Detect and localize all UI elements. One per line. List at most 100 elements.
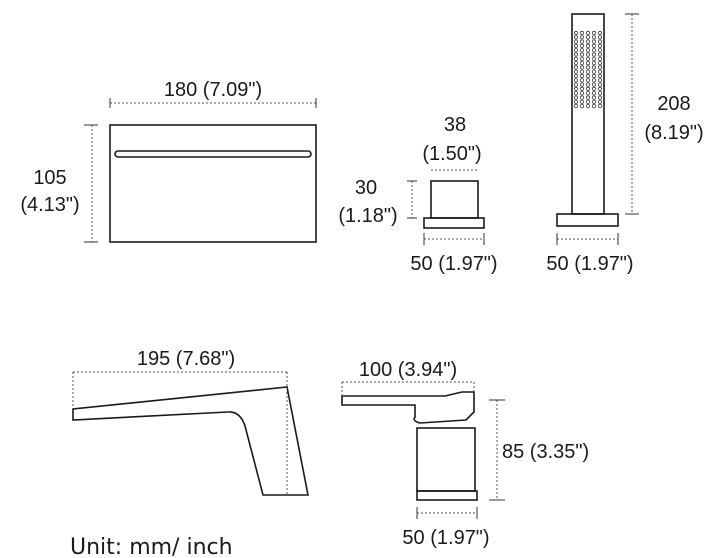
hand-shower-base: [556, 213, 619, 227]
spout-front-view: 180 (7.09") 105 (4.13"): [20, 79, 317, 243]
nozzle-dot: [597, 60, 603, 66]
nozzle-dot: [591, 35, 597, 40]
nozzle-dot: [585, 65, 591, 70]
nozzle-dot: [579, 95, 585, 100]
nozzle-dot: [585, 86, 591, 92]
nozzle-dot: [591, 82, 597, 87]
nozzle-dot: [579, 65, 585, 70]
nozzle-dot: [573, 56, 579, 61]
nozzle-dot: [573, 30, 579, 36]
nozzle-dot: [591, 104, 597, 109]
nozzle-dot: [579, 60, 585, 66]
nozzle-dot: [585, 48, 591, 53]
nozzle-dot: [597, 56, 603, 61]
handle-front-view: 38 (1.50") 30 (1.18") 50 (1.97"): [338, 114, 497, 275]
nozzle-dot: [579, 99, 585, 104]
nozzle-dot: [597, 95, 603, 100]
hand-shower-base-label: 50 (1.97"): [546, 253, 633, 275]
nozzle-dot: [573, 39, 579, 44]
nozzle-dot: [597, 30, 603, 36]
nozzle-dot: [597, 65, 603, 70]
spout-width-label: 180 (7.09"): [164, 79, 262, 101]
nozzle-dot: [585, 56, 591, 61]
nozzle-dot: [579, 43, 585, 49]
nozzle-dot: [573, 91, 579, 96]
nozzle-dot: [591, 86, 597, 92]
handle-side-length-label: 100 (3.94"): [359, 359, 457, 381]
handle-height-mm-label: 30: [355, 177, 377, 199]
nozzle-dot: [597, 78, 603, 83]
nozzle-dot: [573, 104, 579, 109]
nozzle-dot: [585, 69, 591, 74]
handle-side-body: [416, 427, 476, 492]
hand-shower-nozzles: [573, 30, 603, 109]
handle-side-height-label: 85 (3.35"): [502, 441, 589, 463]
nozzle-dot: [597, 91, 603, 96]
nozzle-dot: [585, 43, 591, 49]
handle-width-mm-label: 38: [444, 114, 466, 136]
nozzle-dot: [597, 48, 603, 53]
nozzle-dot: [591, 95, 597, 100]
nozzle-dot: [585, 99, 591, 104]
nozzle-dot: [597, 99, 603, 104]
nozzle-dot: [573, 86, 579, 92]
nozzle-dot: [597, 82, 603, 87]
nozzle-dot: [573, 43, 579, 49]
spout-body: [109, 124, 317, 243]
nozzle-dot: [597, 35, 603, 40]
nozzle-dot: [591, 43, 597, 49]
nozzle-dot: [591, 60, 597, 66]
handle-base-label: 50 (1.97"): [410, 253, 497, 275]
nozzle-dot: [591, 56, 597, 61]
nozzle-dot: [591, 52, 597, 57]
spout-height-in-label: (4.13"): [20, 194, 79, 216]
nozzle-dot: [579, 52, 585, 57]
nozzle-dot: [591, 91, 597, 96]
handle-lever: [430, 180, 479, 219]
nozzle-dot: [579, 82, 585, 87]
handle-side-base-label: 50 (1.97"): [402, 527, 489, 549]
nozzle-dot: [591, 78, 597, 83]
nozzle-dot: [579, 30, 585, 36]
nozzle-dot: [573, 73, 579, 79]
nozzle-dot: [573, 35, 579, 40]
spout-outlet-slot: [114, 150, 312, 158]
nozzle-dot: [573, 82, 579, 87]
nozzle-dot: [573, 69, 579, 74]
nozzle-dot: [585, 35, 591, 40]
nozzle-dot: [591, 69, 597, 74]
nozzle-dot: [573, 48, 579, 53]
nozzle-dot: [597, 43, 603, 49]
nozzle-dot: [579, 86, 585, 92]
hand-shower-height-mm-label: 208: [657, 93, 690, 115]
nozzle-dot: [579, 69, 585, 74]
nozzle-dot: [591, 48, 597, 53]
nozzle-dot: [591, 73, 597, 79]
handle-height-in-label: (1.18"): [338, 205, 397, 227]
nozzle-dot: [579, 78, 585, 83]
nozzle-dot: [573, 99, 579, 104]
nozzle-dot: [597, 104, 603, 109]
handle-side-base: [416, 490, 478, 501]
nozzle-dot: [573, 52, 579, 57]
nozzle-dot: [591, 30, 597, 36]
nozzle-dot: [573, 60, 579, 66]
nozzle-dot: [579, 73, 585, 79]
nozzle-dot: [573, 65, 579, 70]
nozzle-dot: [585, 73, 591, 79]
handle-base: [423, 217, 485, 229]
nozzle-dot: [579, 104, 585, 109]
nozzle-dot: [597, 86, 603, 92]
handle-side-view: 100 (3.94") 85 (3.35") 50 (1.97"): [341, 359, 589, 549]
nozzle-dot: [591, 39, 597, 44]
nozzle-dot: [585, 30, 591, 36]
spout-length-label: 195 (7.68"): [137, 348, 235, 370]
nozzle-dot: [597, 39, 603, 44]
nozzle-dot: [579, 48, 585, 53]
hand-shower-height-in-label: (8.19"): [644, 122, 703, 144]
nozzle-dot: [573, 78, 579, 83]
nozzle-dot: [585, 52, 591, 57]
spout-side-profile: [72, 386, 309, 496]
nozzle-dot: [579, 35, 585, 40]
